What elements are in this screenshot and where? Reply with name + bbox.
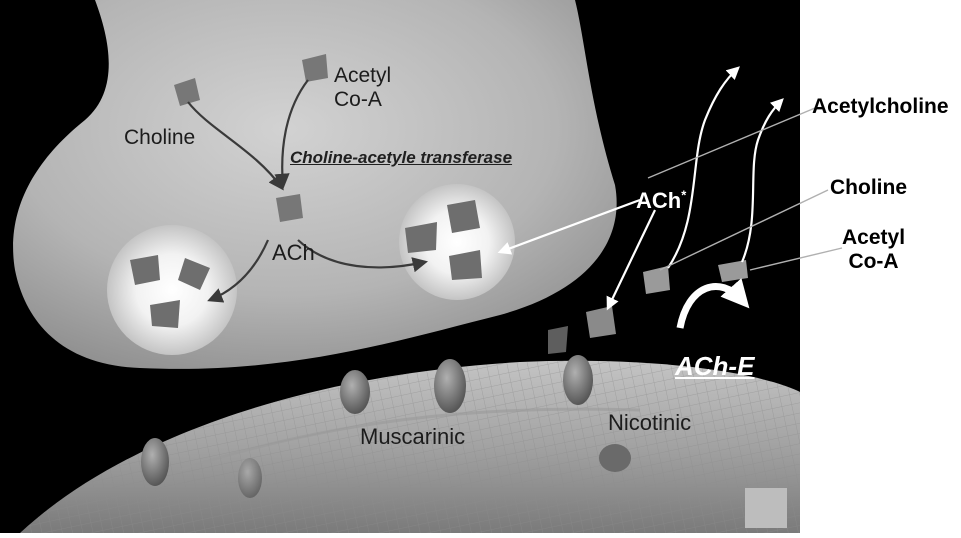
acetyl-coa-label: Acetyl Co-A bbox=[334, 64, 391, 112]
released-ach-label: ACh* bbox=[636, 188, 686, 213]
ach-label: ACh bbox=[272, 240, 315, 265]
vesicle-right bbox=[399, 184, 515, 300]
receptor bbox=[238, 458, 262, 498]
receptor bbox=[340, 370, 370, 414]
nicotinic-label: Nicotinic bbox=[608, 410, 691, 435]
muscarinic-label: Muscarinic bbox=[360, 424, 465, 449]
side-label-acetyl-coa: Acetyl Co-A bbox=[842, 226, 905, 274]
side-label-choline: Choline bbox=[830, 176, 907, 200]
ache-label: ACh-E bbox=[675, 352, 754, 382]
vesicle-left bbox=[107, 225, 237, 355]
side-label-acetylcholine: Acetylcholine bbox=[812, 95, 949, 119]
receptor bbox=[434, 359, 466, 413]
choline-label: Choline bbox=[124, 126, 195, 150]
receptor bbox=[141, 438, 169, 486]
enzyme-label: Choline-acetyle transferase bbox=[290, 148, 512, 168]
receptor bbox=[599, 444, 631, 472]
ach-molecule bbox=[276, 194, 303, 222]
bound-ach-molecule bbox=[548, 326, 568, 354]
receptor bbox=[563, 355, 593, 405]
